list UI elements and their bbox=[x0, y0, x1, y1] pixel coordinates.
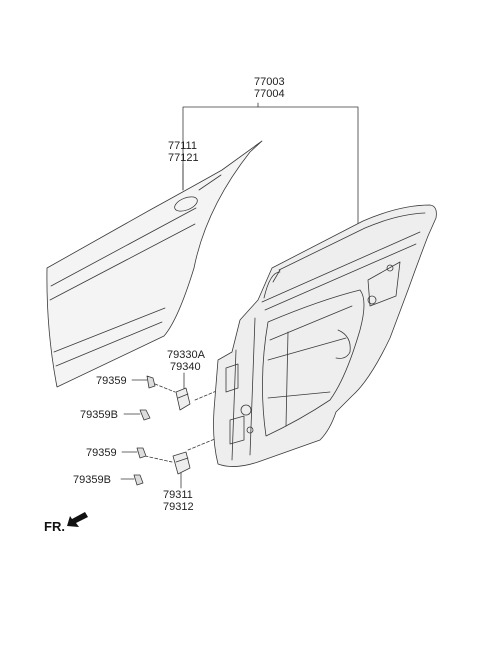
inner-reinforcement bbox=[335, 329, 351, 359]
outer-panel-top-edge bbox=[198, 174, 222, 191]
outer-door-panel bbox=[46, 140, 263, 388]
label-77003: 77003 bbox=[254, 76, 285, 88]
latch-area bbox=[367, 261, 401, 307]
upper-hinge-mount bbox=[225, 363, 239, 393]
outer-panel-crease-bottom bbox=[55, 321, 163, 367]
outer-panel-crease-lower bbox=[53, 307, 166, 353]
window-frame-front-post bbox=[263, 271, 281, 299]
dashed-bolt-line-upper bbox=[154, 383, 176, 393]
label-79359-lower: 79359 bbox=[86, 447, 117, 459]
label-79359-upper: 79359 bbox=[96, 375, 127, 387]
outer-panel-shape bbox=[46, 140, 263, 388]
label-79330a: 79330A bbox=[167, 349, 205, 361]
label-77111: 77111 bbox=[168, 140, 197, 152]
outer-panel-crease-mid bbox=[49, 223, 196, 301]
label-77121: 77121 bbox=[168, 152, 199, 164]
beltline-inner bbox=[264, 243, 417, 311]
label-79359b-lower: 79359B bbox=[73, 474, 111, 486]
door-frame-assembly bbox=[213, 204, 437, 467]
hinge-face-edge bbox=[249, 317, 256, 456]
bolt-79359b-upper bbox=[139, 409, 151, 421]
upper-hinge-shape bbox=[175, 387, 191, 411]
lower-hinge-shape bbox=[172, 451, 191, 475]
leader-77003-door bbox=[257, 106, 359, 226]
leader-lines bbox=[120, 102, 359, 489]
inner-brace-lower bbox=[267, 391, 331, 399]
arrow-down-left-icon bbox=[67, 512, 88, 527]
hinge-face-edge-front bbox=[231, 349, 237, 461]
inner-hole-1 bbox=[240, 404, 252, 416]
inner-hole-4 bbox=[386, 264, 394, 272]
lower-hinge-mount bbox=[229, 415, 245, 445]
lower-hinge-pin bbox=[175, 457, 189, 463]
label-79311: 79311 bbox=[163, 489, 193, 501]
label-77004: 77004 bbox=[254, 88, 285, 100]
upper-hinge bbox=[175, 387, 191, 411]
beltline-outer bbox=[261, 231, 421, 303]
outer-panel-crease-upper bbox=[50, 207, 197, 287]
inner-vertical-member bbox=[285, 331, 289, 427]
label-79312: 79312 bbox=[163, 501, 194, 513]
bolt-79359-upper bbox=[146, 375, 156, 389]
inner-brace-upper bbox=[269, 305, 353, 341]
inner-hole-3 bbox=[367, 295, 377, 305]
leader-77003-outer bbox=[182, 102, 259, 191]
upper-hinge-pin bbox=[177, 393, 189, 399]
inner-panel-cutout bbox=[262, 289, 365, 437]
inner-brace-mid bbox=[267, 337, 347, 361]
bolts bbox=[133, 375, 156, 486]
lower-hinge bbox=[172, 451, 191, 475]
outer-handle-recess bbox=[174, 196, 198, 212]
window-frame-top-inner bbox=[278, 212, 426, 271]
bolt-79359b-lower bbox=[133, 474, 144, 486]
label-79340: 79340 bbox=[170, 361, 201, 373]
door-frame-outline bbox=[213, 204, 437, 467]
inner-hole-2 bbox=[246, 426, 254, 434]
front-indicator-label: FR. bbox=[44, 519, 65, 534]
bolt-79359-lower bbox=[136, 447, 147, 459]
label-79359b-upper: 79359B bbox=[80, 409, 118, 421]
dashed-bolt-line-lower bbox=[144, 455, 173, 463]
